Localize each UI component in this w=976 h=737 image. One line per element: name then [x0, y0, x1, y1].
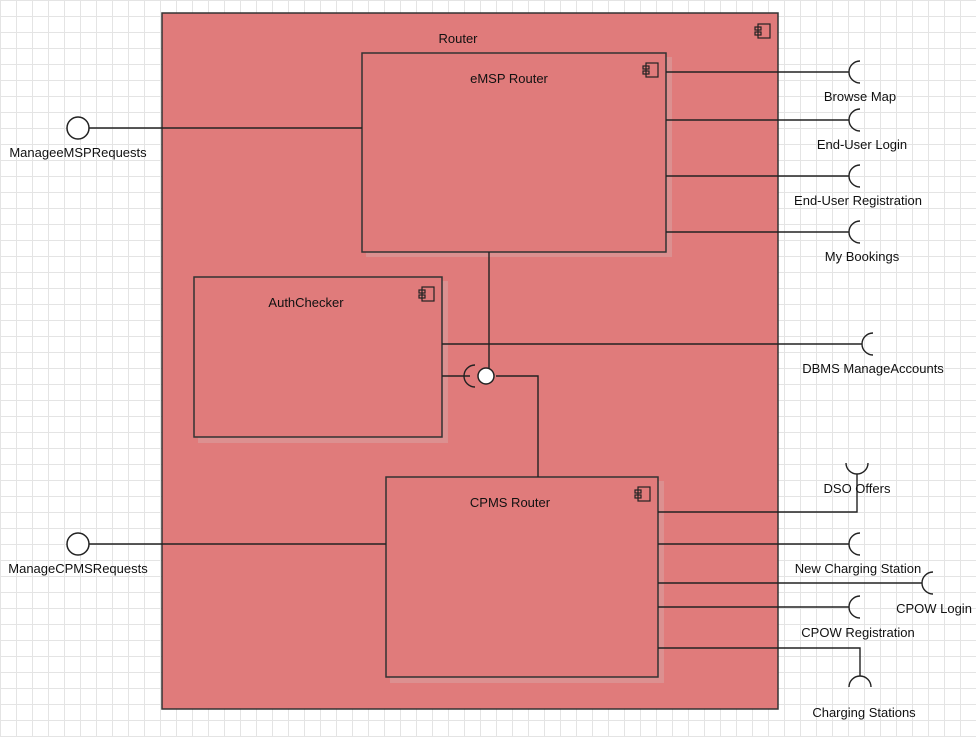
- router-label: Router: [438, 31, 478, 46]
- dso-offers-label: DSO Offers: [824, 481, 891, 496]
- emsp-router-component[interactable]: eMSP Router: [361, 52, 672, 257]
- browse-map-label: Browse Map: [824, 89, 896, 104]
- dbms-manage-accounts-label: DBMS ManageAccounts: [802, 361, 944, 376]
- charging-stations-interface[interactable]: Charging Stations: [658, 647, 916, 720]
- manage-emsp-requests-label: ManageeMSPRequests: [9, 145, 147, 160]
- auth-checker-component[interactable]: AuthChecker: [193, 276, 448, 443]
- new-charging-station-interface[interactable]: New Charging Station: [658, 532, 921, 576]
- auth-checker-label: AuthChecker: [268, 295, 344, 310]
- component-icon: [642, 62, 659, 78]
- cpow-login-label: CPOW Login: [896, 601, 972, 616]
- end-user-registration-label: End-User Registration: [794, 193, 922, 208]
- charging-stations-label: Charging Stations: [812, 705, 916, 720]
- dso-offers-interface[interactable]: DSO Offers: [658, 462, 891, 513]
- end-user-login-label: End-User Login: [817, 137, 907, 152]
- new-charging-station-label: New Charging Station: [795, 561, 921, 576]
- emsp-router-label: eMSP Router: [470, 71, 548, 86]
- browse-map-interface[interactable]: Browse Map: [666, 60, 896, 104]
- cpow-registration-interface[interactable]: CPOW Registration: [658, 595, 915, 640]
- my-bookings-label: My Bookings: [825, 249, 900, 264]
- auth-assembly-connector: [442, 252, 539, 477]
- cpow-registration-label: CPOW Registration: [801, 625, 914, 640]
- manage-emsp-requests-interface[interactable]: ManageeMSPRequests: [9, 116, 362, 160]
- component-icon: [634, 486, 651, 502]
- end-user-login-interface[interactable]: End-User Login: [666, 108, 907, 152]
- component-icon: [418, 286, 435, 302]
- auth-socket: [463, 364, 476, 388]
- dbms-manage-accounts-interface[interactable]: DBMS ManageAccounts: [442, 332, 944, 376]
- cpms-router-label: CPMS Router: [470, 495, 551, 510]
- manage-cpms-requests-label: ManageCPMSRequests: [8, 561, 148, 576]
- auth-ball: [477, 367, 495, 385]
- manage-cpms-requests-interface[interactable]: ManageCPMSRequests: [8, 532, 386, 576]
- cpow-login-interface[interactable]: CPOW Login: [658, 571, 972, 616]
- cpms-router-component[interactable]: CPMS Router: [385, 476, 664, 683]
- component-icon: [754, 23, 771, 39]
- my-bookings-interface[interactable]: My Bookings: [666, 220, 900, 264]
- end-user-registration-interface[interactable]: End-User Registration: [666, 164, 922, 208]
